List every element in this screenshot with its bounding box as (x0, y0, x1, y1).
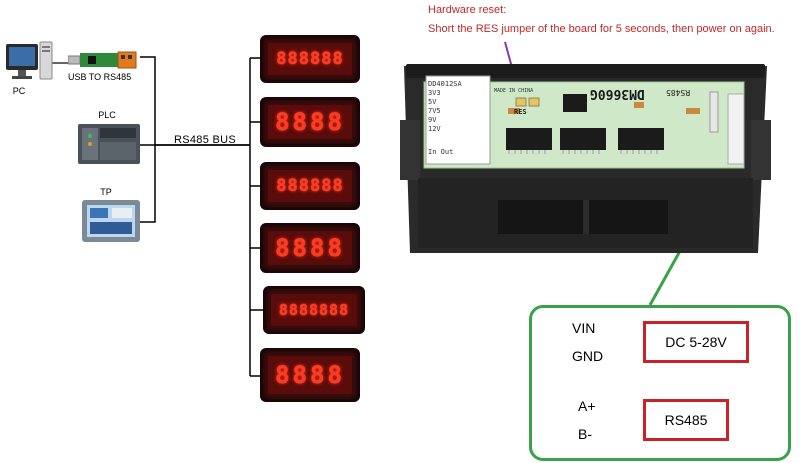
voltage-label: 9V (428, 116, 437, 124)
voltage-label: 5V (428, 98, 437, 106)
meter-board-illustration (400, 64, 771, 253)
pc-label: PC (12, 86, 26, 96)
led-display-5: 8888888 (265, 288, 363, 332)
touch-panel-icon (82, 200, 140, 242)
tp-label: TP (100, 187, 112, 197)
pc-device (4, 40, 54, 86)
led-display-3: 888888 (262, 164, 358, 208)
usb-rs485-adapter (67, 50, 138, 70)
plc-device (78, 122, 140, 166)
a-plus-label: A+ (578, 398, 596, 414)
tp-device (82, 200, 140, 242)
usb-link-line (140, 56, 250, 146)
voltage-label: DD4012SA (428, 80, 462, 88)
power-spec-box: DC 5-28V (643, 321, 749, 363)
voltage-label: 12V (428, 125, 441, 133)
gnd-label: GND (572, 348, 604, 364)
display-digits: 8888 (275, 234, 345, 262)
display-digits: 8888 (275, 361, 345, 389)
led-display-2: 8888 (262, 99, 358, 145)
comm-spec-box: RS485 (643, 399, 729, 441)
b-minus-label: B- (578, 426, 592, 442)
pc-icon (6, 41, 53, 80)
bus-label: RS485 BUS (174, 134, 237, 146)
display-digits: 8888 (275, 108, 345, 136)
board-in-out-label: In Out (428, 148, 454, 156)
plc-label: PLC (98, 110, 116, 120)
led-display-6: 8888 (262, 350, 358, 400)
board-voltage-labels: DD4012SA 3V3 5V 7V5 9V 12V (428, 80, 490, 134)
display-digits: 888888 (276, 49, 344, 69)
usb-label: USB TO RS485 (68, 72, 132, 82)
wiring-callout: VIN GND A+ B- DC 5-28V RS485 (529, 305, 791, 461)
led-display-4: 8888 (262, 225, 358, 271)
board-made-in-label: MADE IN CHINA (494, 88, 534, 94)
voltage-label: 7V5 (428, 107, 441, 115)
board-rs485-label: RS485 (666, 88, 691, 97)
meter-board: DD4012SA 3V3 5V 7V5 9V 12V In Out RES MA… (398, 58, 773, 258)
vin-label: VIN (572, 320, 596, 336)
reset-note-title: Hardware reset: (428, 4, 507, 16)
usb-adapter-icon (67, 51, 137, 69)
display-digits: 888888 (276, 176, 344, 196)
reset-note-text: Short the RES jumper of the board for 5 … (428, 23, 775, 35)
voltage-label: 3V3 (428, 89, 441, 97)
plc-icon (78, 124, 140, 164)
led-display-1: 888888 (262, 37, 358, 81)
board-res-label: RES (514, 108, 527, 116)
display-digits: 8888888 (278, 301, 350, 319)
tp-link-line (140, 145, 156, 223)
board-model-label: DM3660G (590, 86, 645, 101)
